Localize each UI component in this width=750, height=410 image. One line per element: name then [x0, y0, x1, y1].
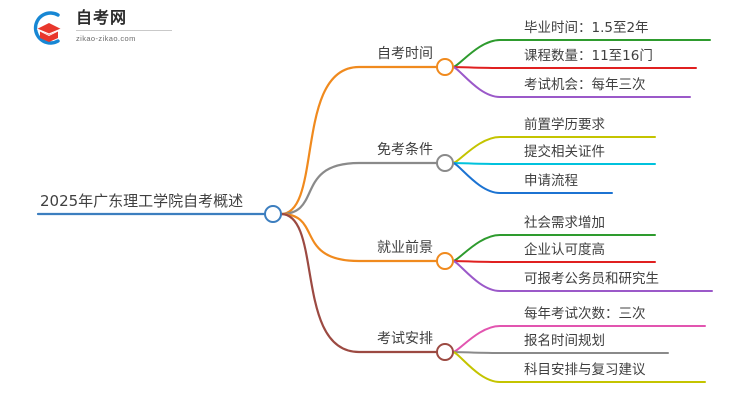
leaf-label-2-3[interactable]: 申请流程	[524, 173, 578, 189]
branch-label-1[interactable]: 自考时间	[377, 46, 433, 62]
mindmap-node-circles	[264, 58, 454, 361]
leaf-label-3-1[interactable]: 社会需求增加	[524, 215, 605, 231]
mindmap-edge	[279, 161, 439, 216]
mindmap-edge	[279, 65, 439, 216]
branch-node-circle-1[interactable]	[436, 58, 454, 76]
logo-title: 自考网	[76, 8, 172, 31]
mindmap-edge	[452, 162, 613, 194]
mindmap-edge	[452, 39, 711, 68]
mindmap-edge	[279, 212, 439, 263]
graduation-cap-logo-icon	[33, 11, 62, 45]
root-node-circle[interactable]	[264, 205, 282, 223]
leaf-label-4-3[interactable]: 科目安排与复习建议	[524, 362, 646, 378]
branch-node-circle-4[interactable]	[436, 343, 454, 361]
leaf-label-4-1[interactable]: 每年考试次数：三次	[524, 306, 646, 322]
leaf-label-3-3[interactable]: 可报考公务员和研究生	[524, 271, 659, 287]
leaf-label-1-1[interactable]: 毕业时间：1.5至2年	[524, 20, 649, 36]
branch-label-4[interactable]: 考试安排	[377, 331, 433, 347]
branch-label-3[interactable]: 就业前景	[377, 240, 433, 256]
leaf-label-1-2[interactable]: 课程数量：11至16门	[524, 48, 653, 64]
leaf-label-2-2[interactable]: 提交相关证件	[524, 144, 605, 160]
mindmap-edge	[452, 66, 691, 98]
mindmap-edges	[36, 39, 713, 383]
site-logo: 自考网 zikao-zikao.com	[28, 8, 172, 50]
leaf-label-2-1[interactable]: 前置学历要求	[524, 117, 605, 133]
root-node-label[interactable]: 2025年广东理工学院自考概述	[40, 192, 244, 210]
branch-node-circle-3[interactable]	[436, 252, 454, 270]
branch-label-2[interactable]: 免考条件	[377, 142, 433, 158]
leaf-label-4-2[interactable]: 报名时间规划	[524, 333, 605, 349]
mindmap-edge	[279, 212, 439, 354]
leaf-label-3-2[interactable]: 企业认可度高	[524, 242, 605, 258]
mindmap-edge	[452, 260, 713, 292]
logo-text: 自考网 zikao-zikao.com	[76, 8, 172, 45]
mindmap-edge	[452, 351, 706, 383]
logo-subtitle: zikao-zikao.com	[76, 34, 136, 43]
branch-node-circle-2[interactable]	[436, 154, 454, 172]
leaf-label-1-3[interactable]: 考试机会：每年三次	[524, 77, 646, 93]
